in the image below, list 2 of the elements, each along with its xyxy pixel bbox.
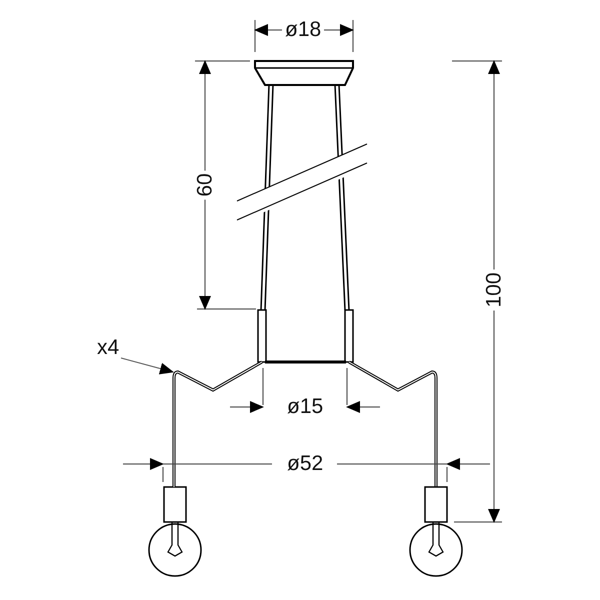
lamp-arm bbox=[172, 360, 263, 488]
leader-line bbox=[120, 358, 174, 374]
